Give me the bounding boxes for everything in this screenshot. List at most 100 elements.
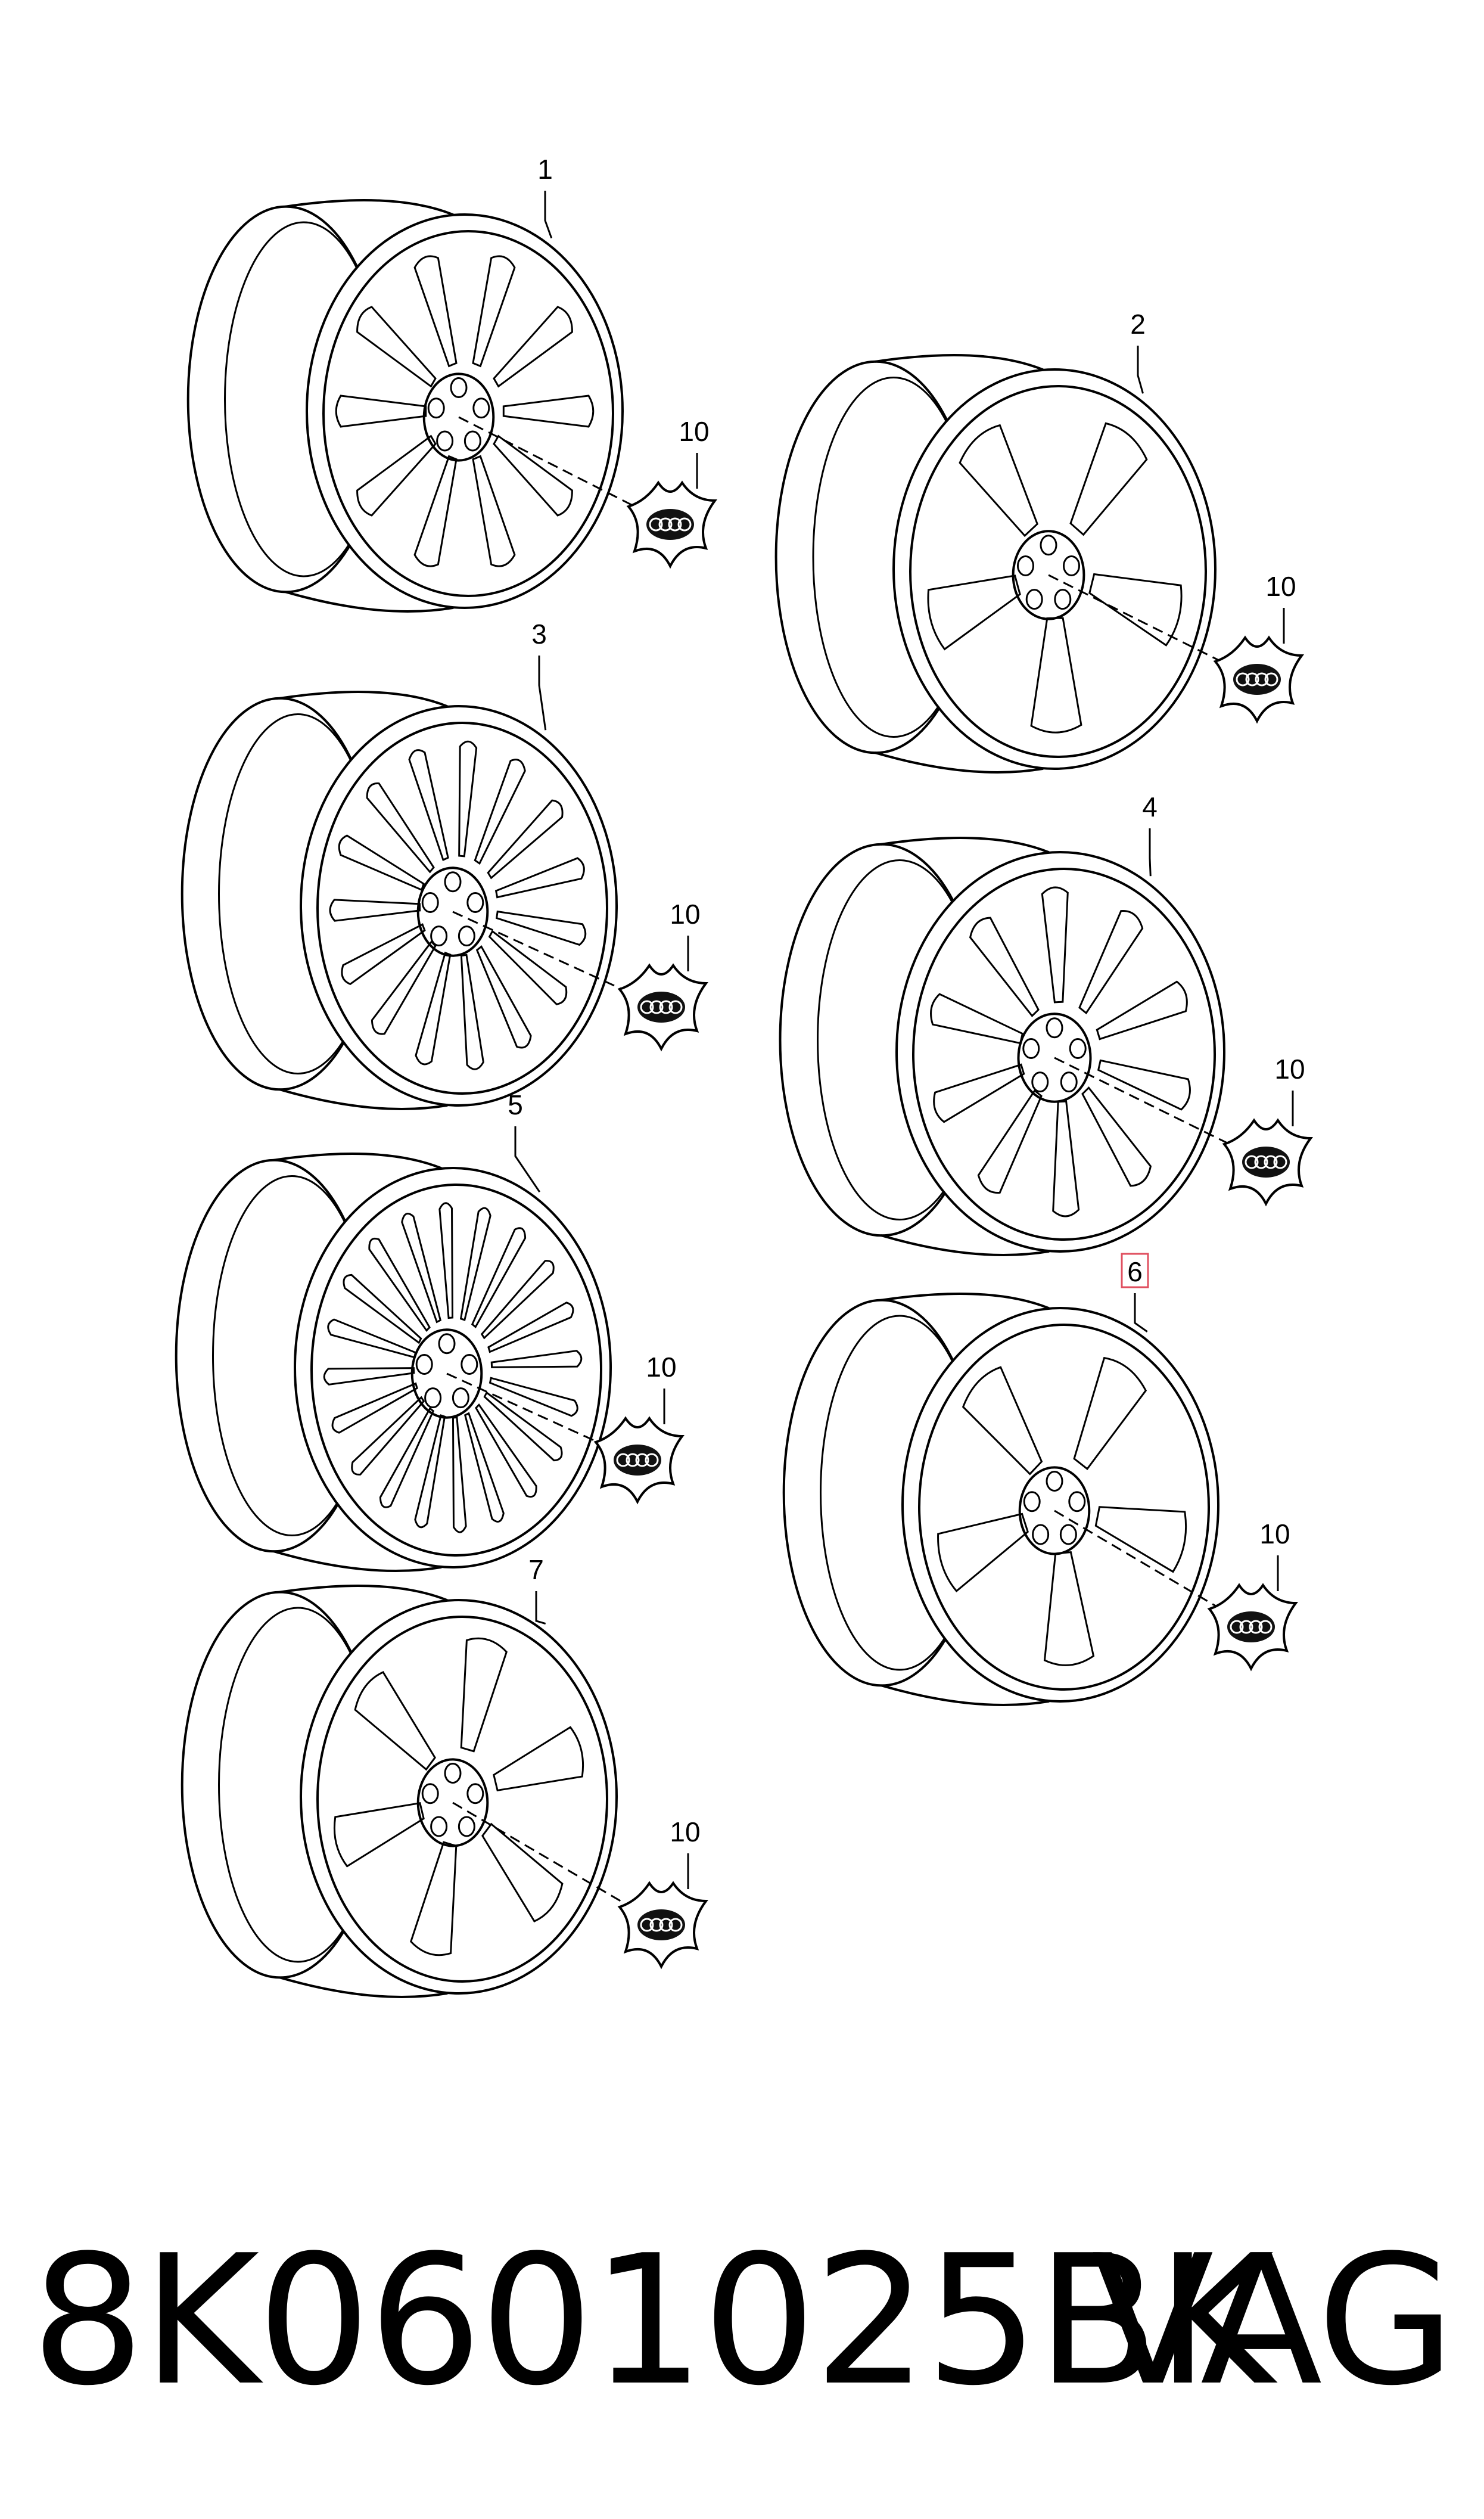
rings-logo-icon	[1230, 1620, 1244, 1634]
wheel-label[interactable]: 3	[531, 619, 547, 650]
wheel-leader-line	[544, 191, 553, 239]
rim-lip-inner	[909, 385, 1207, 758]
rim-bottom-line	[881, 1234, 1050, 1256]
center-cap-badge	[1233, 664, 1281, 695]
rings-logo-icon	[1236, 672, 1250, 687]
center-cap: 10	[617, 1816, 708, 1970]
rings-logo-icon	[659, 1000, 673, 1014]
spoke	[351, 1396, 425, 1476]
spoke	[1081, 1086, 1152, 1187]
bolt-hole	[1059, 1524, 1077, 1545]
bolt-hole	[450, 377, 468, 398]
center-cap-leader	[458, 416, 671, 526]
bolt-hole	[1046, 1017, 1063, 1039]
spoke	[489, 1377, 578, 1417]
cap-label[interactable]: 10	[670, 899, 700, 930]
bolt-hole	[458, 925, 475, 947]
spoke	[493, 1726, 584, 1792]
wheel-leader-line	[1137, 346, 1144, 394]
bolt-hole	[472, 397, 490, 419]
spoke	[472, 255, 516, 368]
spoke	[452, 1416, 467, 1533]
spoke	[463, 1412, 505, 1523]
bolt-hole	[415, 1353, 433, 1375]
bolt-hole	[452, 1387, 469, 1409]
spoke	[487, 1302, 574, 1353]
rings-logo-icon	[668, 517, 682, 532]
brand-name: VAG	[1091, 2217, 1455, 2425]
wheel-hub	[422, 372, 495, 462]
spoke	[410, 1841, 458, 1956]
bolt-hole	[1032, 1524, 1050, 1545]
rim-bottom-line	[279, 1088, 448, 1110]
cap-label[interactable]: 10	[670, 1816, 700, 1847]
wheel-label[interactable]: 4	[1142, 791, 1158, 822]
cap-label[interactable]: 10	[646, 1352, 676, 1383]
center-cap: 10	[1213, 571, 1304, 724]
spoke	[472, 455, 516, 567]
bolt-hole	[1054, 589, 1072, 610]
spokes	[329, 740, 587, 1070]
spokes	[930, 886, 1191, 1217]
spoke	[413, 455, 458, 567]
cap-label[interactable]: 10	[1274, 1054, 1305, 1085]
spoke	[481, 1822, 564, 1922]
spoke	[977, 1089, 1043, 1194]
spoke	[343, 1274, 422, 1344]
wheel-hub	[1018, 1466, 1091, 1555]
rim-lip-inner	[918, 1324, 1210, 1691]
rings-logo-icon	[626, 1453, 640, 1467]
spoke	[1097, 1059, 1191, 1111]
rings-logo-icon	[1255, 672, 1269, 687]
spoke	[962, 1366, 1043, 1476]
bolt-hole	[444, 1763, 462, 1784]
spoke	[480, 1260, 555, 1340]
spoke	[1052, 1100, 1080, 1217]
rim-lip-outer	[294, 1167, 612, 1568]
wheel-label[interactable]: 1	[537, 154, 553, 185]
part-number: 8K0601025BK	[31, 2217, 1274, 2425]
cap-label[interactable]: 10	[1265, 571, 1296, 602]
spokes	[335, 255, 595, 567]
spoke	[1094, 1506, 1187, 1573]
spoke	[356, 434, 437, 517]
center-cap-badge	[1227, 1611, 1275, 1642]
spoke	[490, 1350, 583, 1368]
spoke	[475, 945, 532, 1049]
rings-logo-icon	[649, 517, 663, 532]
spoke	[368, 1237, 431, 1333]
spokes	[333, 1637, 584, 1956]
spoke	[408, 749, 449, 861]
spoke	[379, 1406, 435, 1508]
footer: 8K0601025BK VAG	[0, 2223, 1484, 2419]
rim-lip-outer	[901, 1307, 1219, 1703]
center-cap-badge	[637, 992, 685, 1023]
rim-lip-inner	[316, 1616, 608, 1983]
bolt-hole	[463, 430, 481, 452]
center-cap: 10	[617, 899, 708, 1052]
spoke	[959, 424, 1038, 538]
spoke	[502, 395, 595, 428]
wheel-label[interactable]: 7	[528, 1554, 544, 1585]
rim-top-line	[881, 1292, 1050, 1309]
spoke	[483, 1391, 563, 1462]
spoke	[366, 782, 435, 874]
wheel-label[interactable]: 5	[508, 1089, 523, 1120]
spoke	[930, 993, 1024, 1045]
wheel-label[interactable]: 6	[1127, 1256, 1143, 1287]
wheel-face-bg	[903, 1308, 1218, 1701]
cap-label[interactable]: 10	[1259, 1518, 1290, 1549]
bolt-hole	[436, 430, 454, 452]
cap-label[interactable]: 10	[679, 416, 709, 447]
wheel-label[interactable]: 2	[1130, 309, 1146, 340]
spokes	[927, 422, 1183, 734]
wheel-face-bg	[894, 369, 1215, 769]
spoke	[1078, 910, 1144, 1015]
rim-lip-outer	[300, 705, 618, 1107]
bolt-hole	[458, 1816, 475, 1837]
wheel-leader-line	[535, 1591, 546, 1625]
spoke	[494, 857, 585, 899]
rings-logo-icon	[668, 1000, 683, 1014]
bolt-hole	[1025, 589, 1043, 610]
bolt-hole	[461, 1353, 478, 1375]
